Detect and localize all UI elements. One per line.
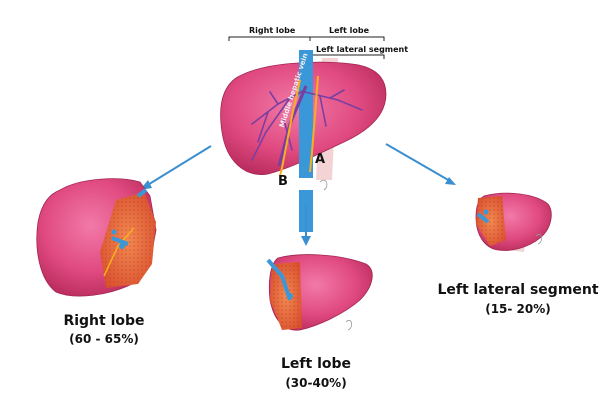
right-lobe-title: Right lobe (63, 313, 145, 329)
arrow-to-left-lobe (301, 206, 311, 246)
cut-line-a (309, 75, 319, 173)
arrow-to-right-lobe (140, 145, 212, 190)
left-lateral-title: Left lateral segment (437, 282, 599, 298)
vena-cava (299, 50, 313, 178)
arrows (140, 143, 456, 246)
arrow-to-left-lateral (385, 143, 456, 185)
hepatic-vessels (251, 89, 363, 161)
marker-b: B (278, 174, 288, 189)
cut-line-b (279, 79, 301, 177)
left-lateral-header: Left lateral segment (316, 45, 409, 54)
left-lobe-percent: (30-40%) (285, 376, 347, 390)
whole-liver-illustration (220, 50, 387, 232)
left-lobe-illustration (266, 254, 373, 331)
right-lobe-illustration (36, 178, 157, 297)
left-lobe-title: Left lobe (280, 356, 352, 372)
left-lateral-percent: (15- 20%) (485, 302, 551, 316)
left-lobe-header: Left lobe (329, 26, 370, 35)
marker-a: A (315, 152, 326, 167)
left-lateral-illustration (475, 192, 552, 252)
right-lobe-percent: (60 - 65%) (69, 332, 139, 346)
right-lobe-header: Right lobe (249, 26, 296, 35)
